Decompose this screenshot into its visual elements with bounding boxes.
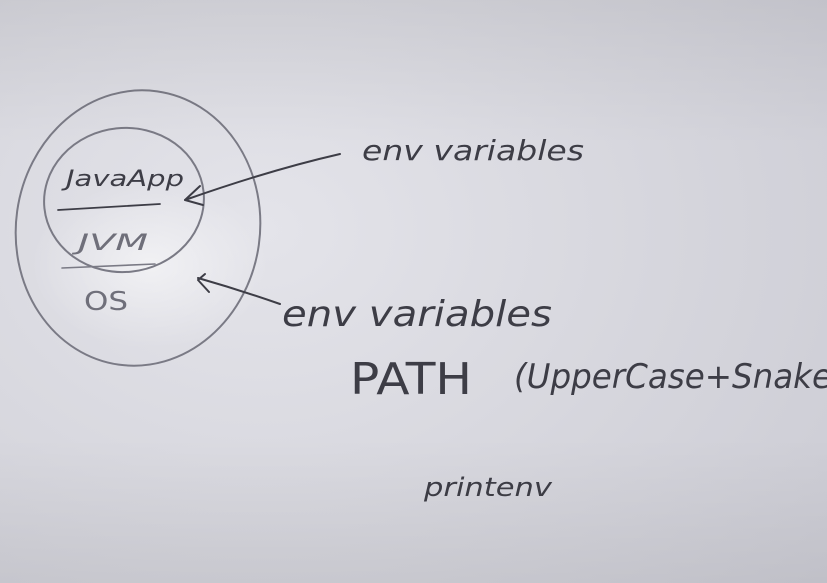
divider-line-bottom xyxy=(61,263,156,269)
divider-line-top xyxy=(57,203,161,211)
layer-label-javaapp: JavaApp xyxy=(61,167,184,192)
annotation-env-variables-bottom: env variables xyxy=(282,294,552,335)
outer-circle xyxy=(14,89,262,367)
inner-circle xyxy=(43,126,205,274)
annotation-printenv: printenv xyxy=(423,473,553,503)
annotation-path: PATH xyxy=(350,354,472,405)
annotation-env-variables-top: env variables xyxy=(362,134,584,167)
layer-label-jvm: JVM xyxy=(71,231,148,256)
annotation-uppercase-snake: (UpperCase+Snake xyxy=(514,357,827,397)
layer-label-os: OS xyxy=(84,287,128,317)
arrow-to-javaapp xyxy=(184,153,341,206)
arrow-to-os xyxy=(197,273,281,305)
